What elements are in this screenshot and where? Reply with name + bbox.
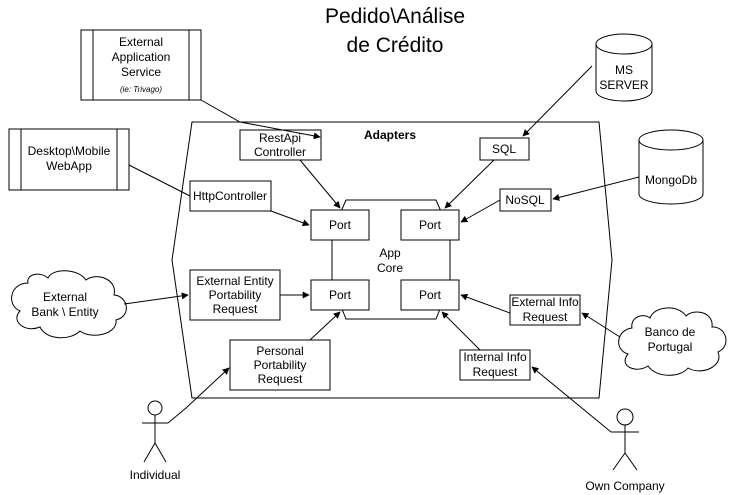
app-core-label-1: App	[379, 246, 401, 260]
ext-info-label-1: External Info	[511, 295, 579, 309]
ext-app-label-3: Service	[121, 65, 161, 79]
port-bottom-right	[400, 279, 460, 311]
edge-desktop-http	[128, 164, 191, 197]
ext-bank-label-1: External	[43, 290, 87, 304]
restapi-controller-adapter	[239, 129, 322, 161]
port-top-left	[310, 209, 370, 241]
desktop-mobile-webapp	[8, 128, 130, 191]
own-company-actor	[611, 408, 639, 471]
port-bottom-left	[310, 279, 370, 311]
external-entity-portability-adapter	[189, 269, 281, 321]
ms-server-label-2: SERVER	[599, 78, 648, 92]
personal-portability-adapter	[229, 339, 331, 391]
edge-intinfo-port	[441, 311, 481, 351]
diagram-title-line-2: de Crédito	[347, 34, 444, 57]
ext-entity-label-3: Request	[213, 302, 258, 316]
ext-bank-label-2: Bank \ Entity	[31, 305, 98, 319]
external-application-service	[80, 29, 202, 101]
edge-mongo-nosql	[552, 176, 640, 201]
edge-msserver-sql	[522, 65, 593, 137]
banco-label-1: Banco de	[645, 325, 696, 339]
http-label: HttpController	[193, 189, 267, 203]
app-core-label-2: Core	[377, 261, 403, 275]
ext-entity-label-2: Portability	[209, 288, 262, 302]
nosql-label: NoSQL	[505, 193, 545, 207]
restapi-label-2: Controller	[254, 145, 306, 159]
diagram-title-line-1: Pedido\Análise	[325, 5, 465, 28]
edge-nosql-port	[460, 199, 501, 223]
desktop-label-2: WebApp	[46, 159, 92, 173]
httpcontroller-adapter	[189, 180, 272, 212]
edge-sql-port	[444, 159, 495, 209]
int-info-label-2: Request	[473, 365, 518, 379]
individual-label: Individual	[130, 468, 181, 482]
ms-server-database	[595, 33, 653, 102]
port-bottom-left-label: Port	[329, 288, 352, 302]
ext-app-note: (ie: Trivago)	[120, 85, 162, 94]
edge-restapi-port	[299, 159, 341, 209]
sql-adapter	[479, 137, 530, 161]
int-info-label-1: Internal Info	[463, 350, 527, 364]
port-bottom-right-label: Port	[419, 288, 442, 302]
edge-personal-port	[309, 311, 341, 341]
edge-http-port	[270, 210, 310, 227]
edge-extinfo-port	[460, 293, 511, 314]
ext-info-label-2: Request	[523, 310, 568, 324]
mongodb-label: MongoDb	[645, 173, 697, 187]
ms-server-label-1: MS	[615, 63, 633, 77]
banco-label-2: Portugal	[648, 340, 693, 354]
ext-app-label-1: External	[119, 35, 163, 49]
adapters-label: Adapters	[364, 128, 416, 142]
personal-label-2: Portability	[254, 358, 307, 372]
connectors	[123, 65, 640, 433]
external-bank-cloud	[11, 270, 127, 339]
restapi-label-1: RestApi	[259, 131, 301, 145]
individual-actor	[142, 400, 168, 463]
edge-individual-personal	[167, 367, 230, 424]
edge-extapp-restapi	[200, 99, 321, 140]
internal-info-adapter	[459, 349, 531, 381]
edge-company-intinfo	[531, 366, 612, 433]
sql-label: SQL	[492, 142, 516, 156]
own-company-label: Own Company	[585, 479, 664, 493]
mongodb-database	[638, 129, 704, 205]
port-top-right	[400, 209, 460, 241]
desktop-label-1: Desktop\Mobile	[28, 144, 111, 158]
external-info-adapter	[509, 294, 581, 326]
port-top-right-label: Port	[419, 218, 442, 232]
port-top-left-label: Port	[329, 218, 352, 232]
personal-label-1: Personal	[256, 344, 303, 358]
ext-app-label-2: Application	[112, 50, 171, 64]
banco-de-portugal-cloud	[618, 307, 727, 376]
edge-bank-entity	[123, 292, 189, 305]
personal-label-3: Request	[258, 372, 303, 386]
ext-entity-label-1: External Entity	[196, 274, 273, 288]
edge-banco-extinfo	[581, 312, 621, 338]
